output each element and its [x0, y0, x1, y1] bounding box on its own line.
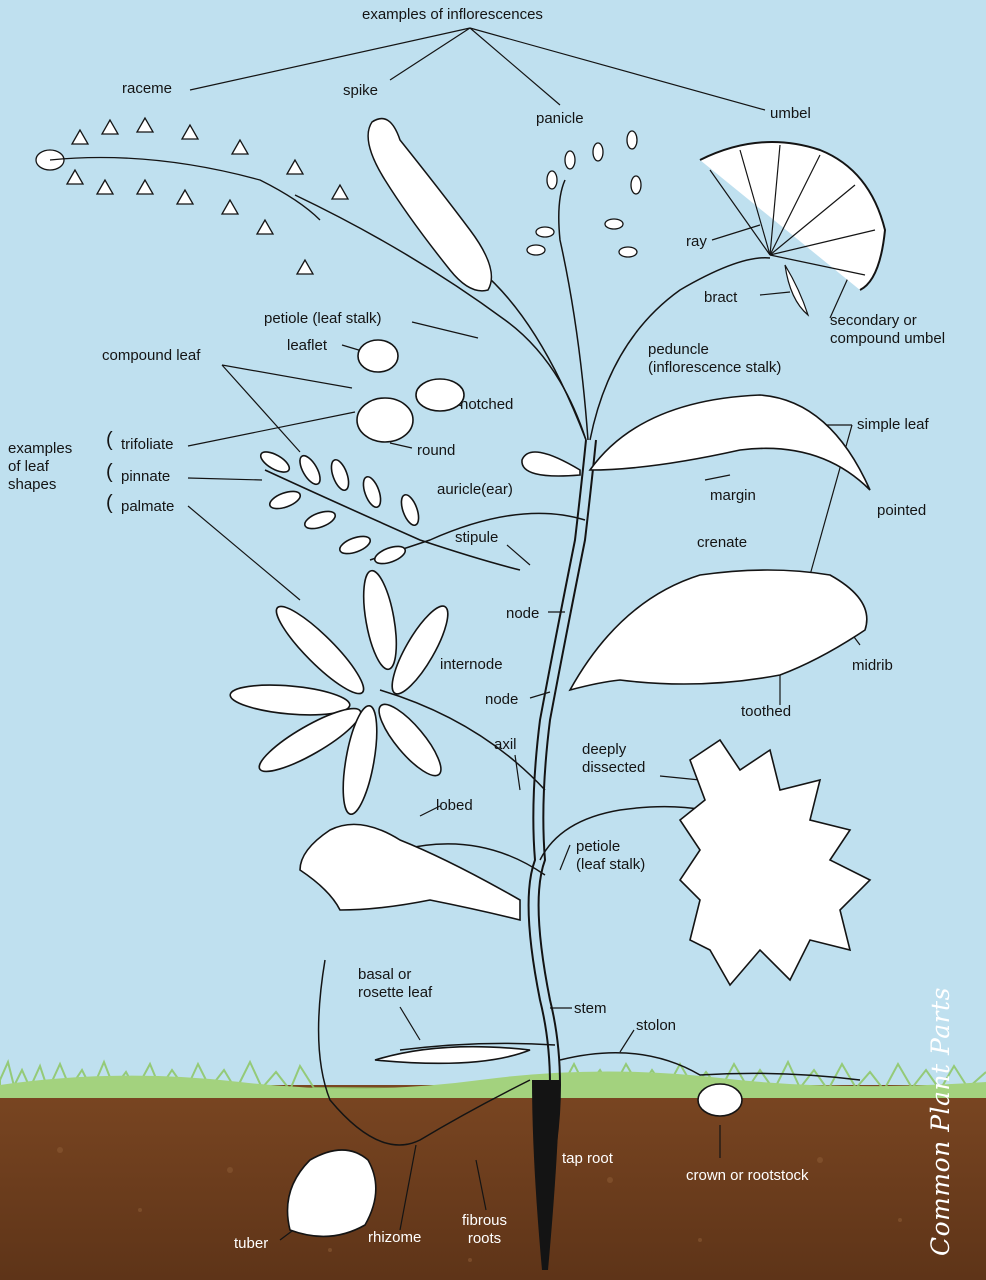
label-secondary-umbel: secondary or compound umbel — [830, 312, 945, 348]
label-compound-leaf: compound leaf — [102, 347, 200, 365]
label-toothed: toothed — [741, 703, 791, 721]
raceme-flowers — [36, 118, 348, 274]
label-stipule: stipule — [455, 529, 498, 547]
diagram-title: Common Plant Parts — [926, 987, 955, 1256]
leaflet-2 — [416, 379, 464, 411]
bracket-palmate: ( — [106, 494, 113, 512]
label-peduncle: peduncle (inflorescence stalk) — [648, 341, 781, 377]
label-midrib: midrib — [852, 657, 893, 675]
label-petiole-lower: petiole (leaf stalk) — [576, 838, 645, 874]
label-basal-rosette-leaf: basal or rosette leaf — [358, 966, 432, 1002]
label-leaflet: leaflet — [287, 337, 327, 355]
label-crown-or-rootstock: crown or rootstock — [686, 1167, 809, 1185]
label-tap-root: tap root — [562, 1150, 613, 1168]
bracket-trifoliate: ( — [106, 431, 113, 449]
label-axil: axil — [494, 736, 517, 754]
label-margin: margin — [710, 487, 756, 505]
label-ray: ray — [686, 233, 707, 251]
label-tuber: tuber — [234, 1235, 268, 1253]
label-deeply-dissected: deeply dissected — [582, 741, 645, 777]
label-examples-of-leaf-shapes: examples of leaf shapes — [8, 440, 72, 494]
label-panicle: panicle — [536, 110, 584, 128]
leaflet-3 — [357, 398, 413, 442]
crown — [698, 1084, 742, 1116]
basal-leaf — [375, 1047, 530, 1064]
panicle-buds — [527, 131, 641, 257]
label-petiole-leaf-stalk: petiole (leaf stalk) — [264, 310, 382, 328]
spike-flower — [368, 119, 491, 291]
label-rhizome: rhizome — [368, 1229, 421, 1247]
label-node-upper: node — [506, 605, 539, 623]
label-palmate: palmate — [121, 498, 174, 516]
grass-band — [0, 1071, 986, 1098]
pinnate-leaf — [258, 448, 520, 570]
soil — [0, 1085, 986, 1280]
label-trifoliate: trifoliate — [121, 436, 174, 454]
label-node-lower: node — [485, 691, 518, 709]
label-stolon: stolon — [636, 1017, 676, 1035]
dissected-leaf — [680, 740, 870, 985]
label-notched: notched — [460, 396, 513, 414]
label-round: round — [417, 442, 455, 460]
label-crenate: crenate — [697, 534, 747, 552]
label-pinnate: pinnate — [121, 468, 170, 486]
label-fibrous-roots: fibrous roots — [462, 1212, 507, 1248]
lobed-leaf — [300, 824, 520, 920]
label-pointed: pointed — [877, 502, 926, 520]
simple-leaf — [590, 395, 870, 490]
crenate-leaf — [570, 570, 867, 690]
label-raceme: raceme — [122, 80, 172, 98]
palmate-leaf — [229, 568, 457, 816]
auricle-leaf — [522, 452, 580, 476]
label-internode: internode — [440, 656, 503, 674]
label-spike: spike — [343, 82, 378, 100]
bracket-pinnate: ( — [106, 463, 113, 481]
leaflet-1 — [358, 340, 398, 372]
label-bract: bract — [704, 289, 737, 307]
label-umbel: umbel — [770, 105, 811, 123]
label-examples-of-inflorescences: examples of inflorescences — [362, 6, 543, 24]
label-simple-leaf: simple leaf — [857, 416, 929, 434]
label-lobed: lobed — [436, 797, 473, 815]
label-auricle: auricle(ear) — [437, 481, 513, 499]
label-stem: stem — [574, 1000, 607, 1018]
